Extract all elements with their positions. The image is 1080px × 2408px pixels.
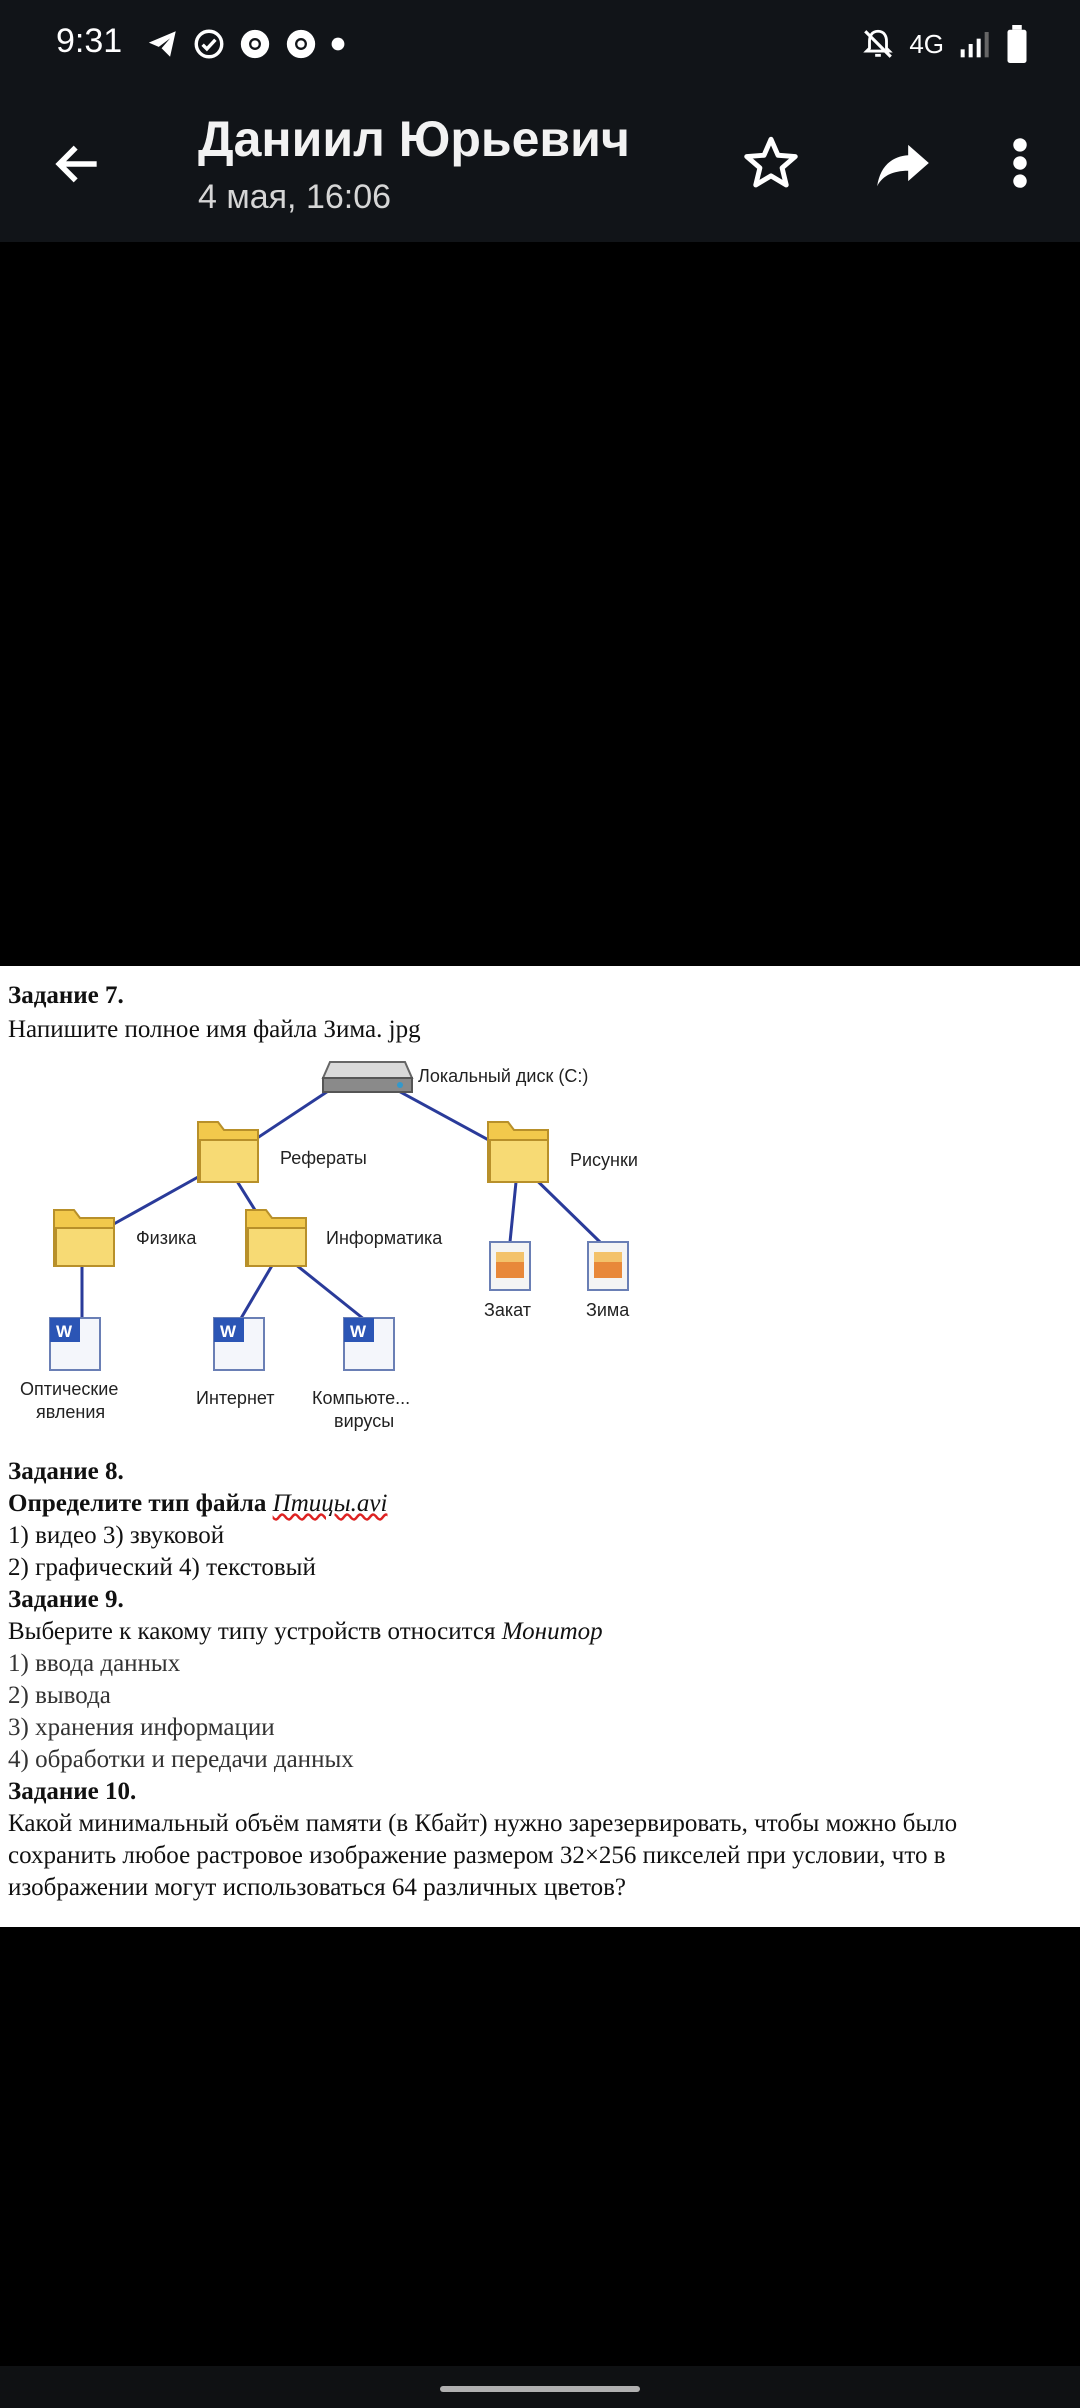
task9-question-text: Выберите к какому типу устройств относит… — [8, 1618, 496, 1645]
task9-device: Монитор — [501, 1618, 603, 1645]
status-bar: 9:31 4G — [0, 0, 1080, 88]
task9-title: Задание 9. — [8, 1586, 124, 1613]
word-file-icon: W — [49, 1317, 101, 1371]
task10-line-3: изображении могут использоваться 64 разл… — [8, 1874, 627, 1901]
file-kompyuter-label-1: Компьюте... — [312, 1388, 410, 1408]
task10-line-2: сохранить любое растровое изображение ра… — [8, 1842, 946, 1869]
file-zima-label: Зима — [586, 1300, 630, 1320]
chrome-icon — [240, 29, 270, 59]
more-options-icon[interactable] — [1000, 132, 1040, 194]
word-file-icon: W — [343, 1317, 395, 1371]
task8-answers-2: 2) графический 4) текстовый — [8, 1554, 316, 1581]
task9-option-2: 2) вывода — [8, 1682, 111, 1709]
system-icons: 4G — [861, 22, 1030, 66]
file-tree-diagram: Локальный диск (C:) Рефераты Рисунки Физ… — [20, 1061, 638, 1431]
dot-icon — [331, 37, 345, 51]
share-icon[interactable] — [870, 132, 936, 194]
svg-text:W: W — [56, 1322, 73, 1341]
notification-icons — [146, 22, 346, 66]
svg-text:W: W — [350, 1322, 367, 1341]
task7-text: Напишите полное имя файла Зима. jpg — [8, 1016, 421, 1043]
bell-off-icon — [863, 29, 894, 58]
folder-risunki-label: Рисунки — [570, 1150, 638, 1170]
task9-question: Выберите к какому типу устройств относит… — [8, 1616, 603, 1648]
network-type: 4G — [909, 28, 944, 59]
gesture-handle[interactable] — [440, 2386, 640, 2392]
folder-referaty-label: Рефераты — [280, 1148, 367, 1168]
task9-option-4: 4) обработки и передачи данных — [8, 1746, 354, 1773]
file-opticheskie-label-2: явления — [36, 1402, 105, 1422]
task10-line-1: Какой минимальный объём памяти (в Кбайт)… — [8, 1810, 958, 1837]
navigation-bar — [0, 2366, 1080, 2408]
battery-icon — [1007, 25, 1027, 63]
document-image: Задание 7. Напишите полное имя файла Зим… — [0, 966, 1080, 1927]
task9-option-1: 1) ввода данных — [8, 1650, 181, 1677]
app-bar: Даниил Юрьевич 4 мая, 16:06 — [0, 88, 1080, 242]
disk-label: Локальный диск (C:) — [418, 1066, 588, 1086]
task8-filename: Птицы.avi — [272, 1490, 388, 1517]
image-file-icon — [489, 1241, 531, 1291]
file-zakat-label: Закат — [484, 1300, 531, 1320]
folder-icon — [487, 1121, 549, 1183]
back-arrow-icon[interactable] — [50, 136, 106, 192]
chrome-icon — [286, 29, 316, 59]
folder-informatika-label: Информатика — [326, 1228, 443, 1248]
task7-title: Задание 7. — [8, 982, 124, 1009]
task8-title: Задание 8. — [8, 1458, 124, 1485]
image-file-icon — [587, 1241, 629, 1291]
task8-question: Определите тип файла Птицы.avi — [8, 1488, 387, 1520]
telegram-icon — [148, 31, 176, 57]
star-icon[interactable] — [740, 132, 802, 194]
file-kompyuter-label-2: вирусы — [334, 1411, 394, 1431]
file-opticheskie-label-1: Оптические — [20, 1379, 118, 1399]
word-file-icon: W — [213, 1317, 265, 1371]
disk-icon — [321, 1061, 414, 1093]
svg-text:W: W — [220, 1322, 237, 1341]
check-circle-icon — [194, 29, 224, 59]
signal-icon — [960, 32, 989, 58]
file-internet-label: Интернет — [196, 1388, 275, 1408]
task10-title: Задание 10. — [8, 1778, 137, 1805]
folder-icon — [245, 1209, 307, 1267]
folder-icon — [197, 1121, 259, 1183]
task8-answers-1: 1) видео 3) звуковой — [8, 1522, 225, 1549]
task8-question-text: Определите тип файла — [8, 1490, 267, 1517]
status-time: 9:31 — [56, 22, 123, 60]
sender-name: Даниил Юрьевич — [198, 111, 630, 167]
folder-icon — [53, 1209, 115, 1267]
image-viewer[interactable]: Задание 7. Напишите полное имя файла Зим… — [0, 242, 1080, 2366]
task9-option-3: 3) хранения информации — [8, 1714, 275, 1741]
folder-fizika-label: Физика — [136, 1228, 197, 1248]
message-date: 4 мая, 16:06 — [198, 178, 392, 216]
